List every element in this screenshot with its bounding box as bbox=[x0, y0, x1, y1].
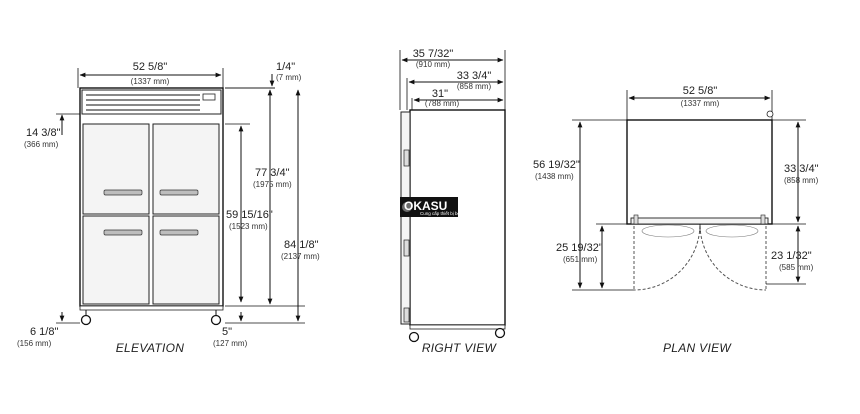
logo-text: OKASU bbox=[404, 199, 447, 213]
elevation-door-mm: (1975 mm) bbox=[253, 180, 292, 189]
door-swing-left bbox=[633, 225, 701, 291]
control-panel bbox=[202, 93, 216, 101]
right-body-label: 31" bbox=[432, 88, 448, 100]
plan-swing-left-mm: (651 mm) bbox=[563, 255, 598, 264]
elevation-caster-mm: (156 mm) bbox=[17, 339, 52, 348]
okasu-logo: OKASU Cung cấp thiết bị bếp bbox=[400, 197, 463, 217]
caster-wheel-icon bbox=[408, 331, 420, 343]
plan-width-mm: (1337 mm) bbox=[681, 99, 720, 108]
handle-icon bbox=[159, 189, 199, 196]
plan-depth-label: 33 3/4" bbox=[784, 163, 819, 175]
elevation-grille-label: 14 3/8" bbox=[26, 127, 61, 139]
plan-depth-mm: (858 mm) bbox=[784, 176, 819, 185]
elevation-grille-mm: (366 mm) bbox=[24, 140, 59, 149]
elevation-opening-mm: (1523 mm) bbox=[229, 222, 268, 231]
right-depth-mm: (858 mm) bbox=[457, 82, 492, 91]
door-lower-right bbox=[152, 215, 220, 305]
elevation-caption: ELEVATION bbox=[116, 341, 185, 355]
elevation-caster-label: 6 1/8" bbox=[30, 326, 58, 338]
handle-icon bbox=[103, 229, 143, 236]
right-body-mm: (788 mm) bbox=[425, 99, 460, 108]
plan-swing-right-mm: (585 mm) bbox=[779, 263, 814, 272]
right-view: 35 7/32" (910 mm) 33 3/4" (858 mm) 31" (… bbox=[399, 48, 506, 355]
caster-wheel-icon bbox=[494, 327, 506, 339]
logo-subtitle: Cung cấp thiết bị bếp bbox=[420, 211, 463, 216]
elevation-height-label: 84 1/8" bbox=[284, 239, 319, 251]
caster-wheel-icon bbox=[210, 314, 222, 326]
right-overall-label: 35 7/32" bbox=[413, 48, 454, 60]
elevation-width-label: 52 5/8" bbox=[133, 61, 168, 73]
door-profile bbox=[400, 111, 411, 325]
plan-view: 52 5/8" (1337 mm) 56 19/32" (1438 mm) 25… bbox=[533, 85, 819, 355]
elevation-top-label: 1/4" bbox=[276, 61, 295, 73]
elevation-top-mm: (7 mm) bbox=[276, 73, 302, 82]
handle-icon bbox=[159, 229, 199, 236]
plan-caption: PLAN VIEW bbox=[663, 341, 732, 355]
door-upper-right bbox=[152, 123, 220, 215]
door-lower-left bbox=[82, 215, 150, 305]
plan-swing-right-label: 23 1/32" bbox=[771, 250, 812, 262]
door-swing-right bbox=[699, 225, 767, 291]
right-depth-label: 33 3/4" bbox=[457, 70, 492, 82]
cabinet-side bbox=[409, 109, 506, 326]
elevation-opening-label: 59 15/16" bbox=[226, 209, 273, 221]
elevation-bottom-label: 5" bbox=[222, 326, 232, 338]
elevation-height-mm: (2137 mm) bbox=[281, 252, 320, 261]
handle-icon bbox=[103, 189, 143, 196]
elevation-door-label: 77 3/4" bbox=[255, 167, 290, 179]
elevation-bottom-mm: (127 mm) bbox=[213, 339, 248, 348]
right-overall-mm: (910 mm) bbox=[416, 60, 451, 69]
caster-wheel-icon bbox=[80, 314, 92, 326]
plan-swing-left-label: 25 19/32" bbox=[556, 242, 603, 254]
elevation-width-mm: (1337 mm) bbox=[131, 77, 170, 86]
elevation-view: 52 5/8" (1337 mm) 1/4" (7 mm) bbox=[17, 61, 320, 355]
plan-total-mm: (1438 mm) bbox=[535, 172, 574, 181]
plan-total-label: 56 19/32" bbox=[533, 159, 580, 171]
right-caption: RIGHT VIEW bbox=[422, 341, 498, 355]
plan-width-label: 52 5/8" bbox=[683, 85, 718, 97]
door-upper-left bbox=[82, 123, 150, 215]
plan-body bbox=[626, 119, 773, 225]
